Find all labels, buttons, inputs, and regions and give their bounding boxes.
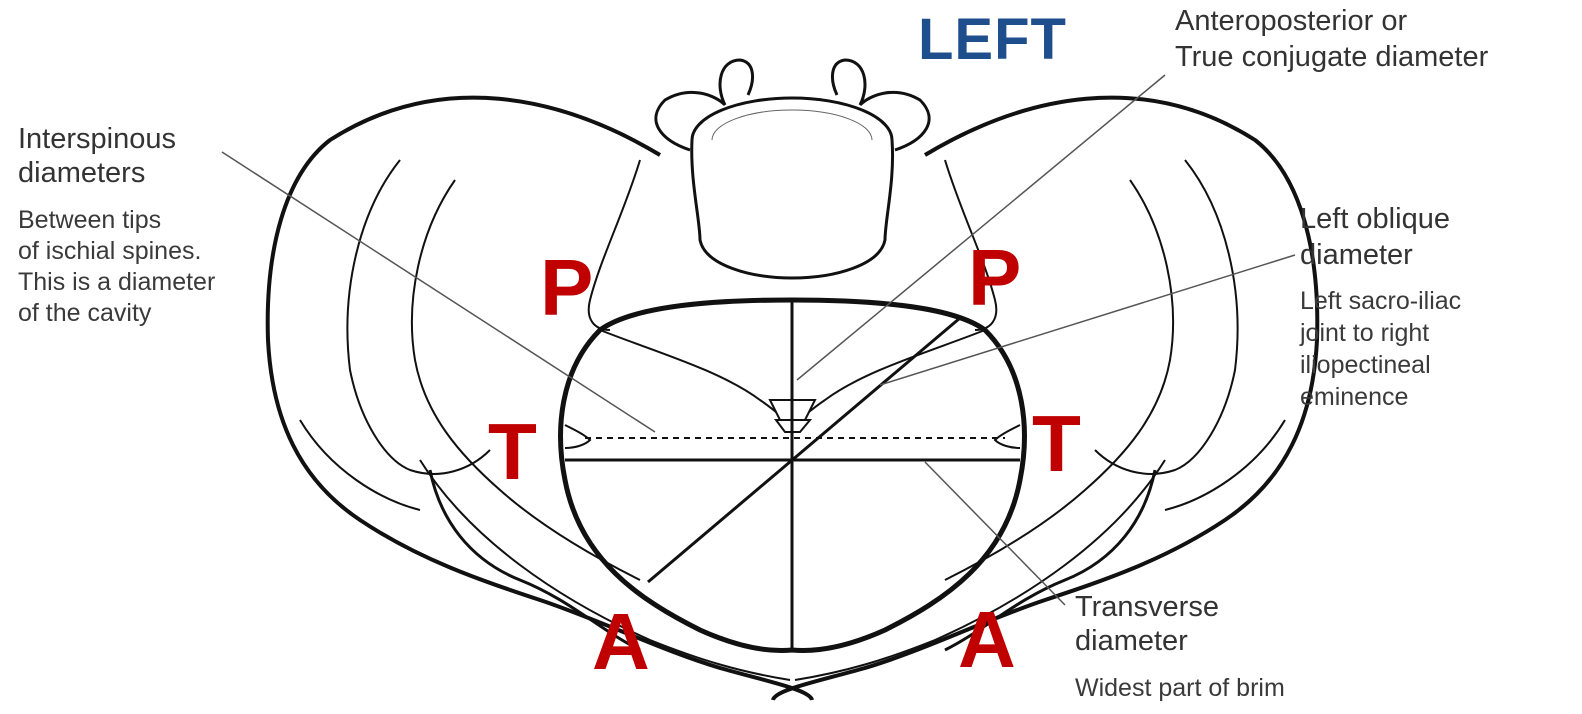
interspinous-desc-line4: of the cavity: [18, 298, 151, 328]
anteroposterior-label-line1: Anteroposterior or: [1175, 4, 1407, 38]
marker-a-right: A: [958, 600, 1016, 680]
vertebral-body-side: [692, 140, 893, 278]
interspinous-label-line2: diameters: [18, 156, 145, 190]
interspinous-desc-line3: This is a diameter: [18, 267, 215, 297]
transverse-desc-line1: Widest part of brim: [1075, 673, 1285, 703]
marker-t-right: T: [1032, 404, 1081, 484]
left-ischial-spine: [565, 425, 590, 448]
left-oblique-leader: [880, 255, 1295, 385]
transverse-label-line1: Transverse: [1075, 590, 1219, 624]
marker-t-left: T: [488, 412, 537, 492]
interspinous-desc-line1: Between tips: [18, 205, 161, 235]
left-oblique-desc-line2: joint to right: [1300, 318, 1429, 348]
marker-p-right: P: [968, 238, 1021, 318]
interspinous-label-line1: Interspinous: [18, 122, 176, 156]
left-oblique-label-line2: diameter: [1300, 238, 1413, 272]
left-oblique-label-line1: Left oblique: [1300, 202, 1450, 236]
right-iliac-inner: [1095, 160, 1238, 474]
left-oblique-diameter-line: [648, 318, 960, 582]
orientation-title: LEFT: [918, 10, 1067, 70]
marker-a-left: A: [592, 602, 650, 682]
left-oblique-desc-line3: iliopectineal: [1300, 350, 1431, 380]
left-ilium-edge: [412, 180, 640, 580]
left-oblique-desc-line1: Left sacro-iliac: [1300, 286, 1461, 316]
interspinous-desc-line2: of ischial spines.: [18, 236, 201, 266]
left-oblique-desc-line4: eminence: [1300, 382, 1408, 412]
right-ischial-spine: [995, 425, 1020, 448]
left-iliac-inner: [347, 160, 490, 474]
anteroposterior-label-line2: True conjugate diameter: [1175, 40, 1488, 74]
marker-p-left: P: [540, 248, 593, 328]
transverse-label-line2: diameter: [1075, 624, 1188, 658]
